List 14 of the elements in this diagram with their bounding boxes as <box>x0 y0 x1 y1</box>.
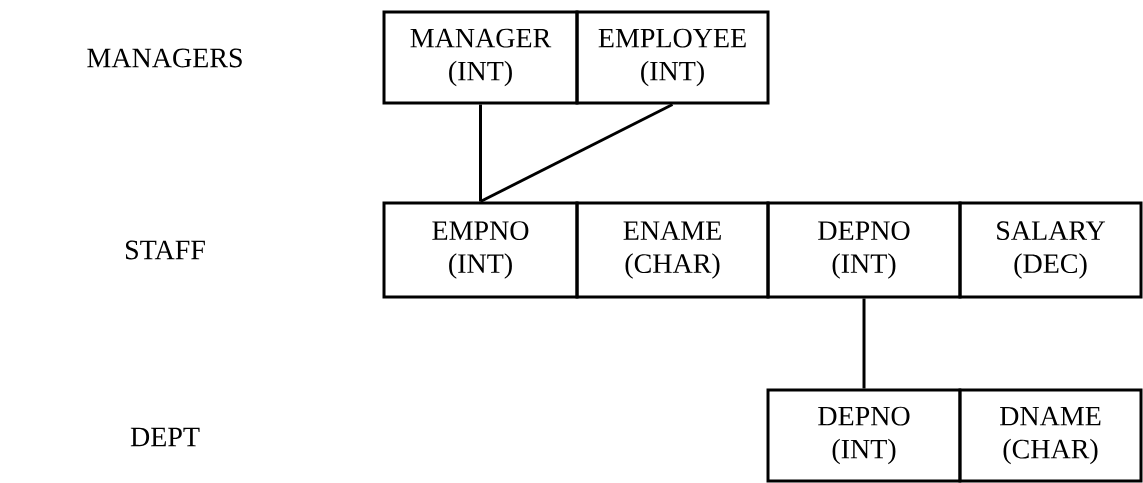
connector-line <box>479 104 482 202</box>
table-cell: EMPLOYEE (INT) <box>575 10 770 105</box>
row-label: MANAGERS <box>87 48 242 68</box>
row-label: STAFF <box>126 240 205 260</box>
table-cell: DEPNO (INT) <box>766 388 962 483</box>
table-cell: DNAME (CHAR) <box>958 388 1143 483</box>
connector-line <box>479 103 674 203</box>
table-cell: MANAGER (INT) <box>382 10 579 105</box>
table-cell: DEPNO (INT) <box>766 201 962 299</box>
table-cell: EMPNO (INT) <box>382 201 579 299</box>
connector-line <box>862 298 866 389</box>
table-cell: ENAME (CHAR) <box>575 201 770 299</box>
row-label: DEPT <box>130 427 200 447</box>
table-cell: SALARY (DEC) <box>958 201 1143 299</box>
